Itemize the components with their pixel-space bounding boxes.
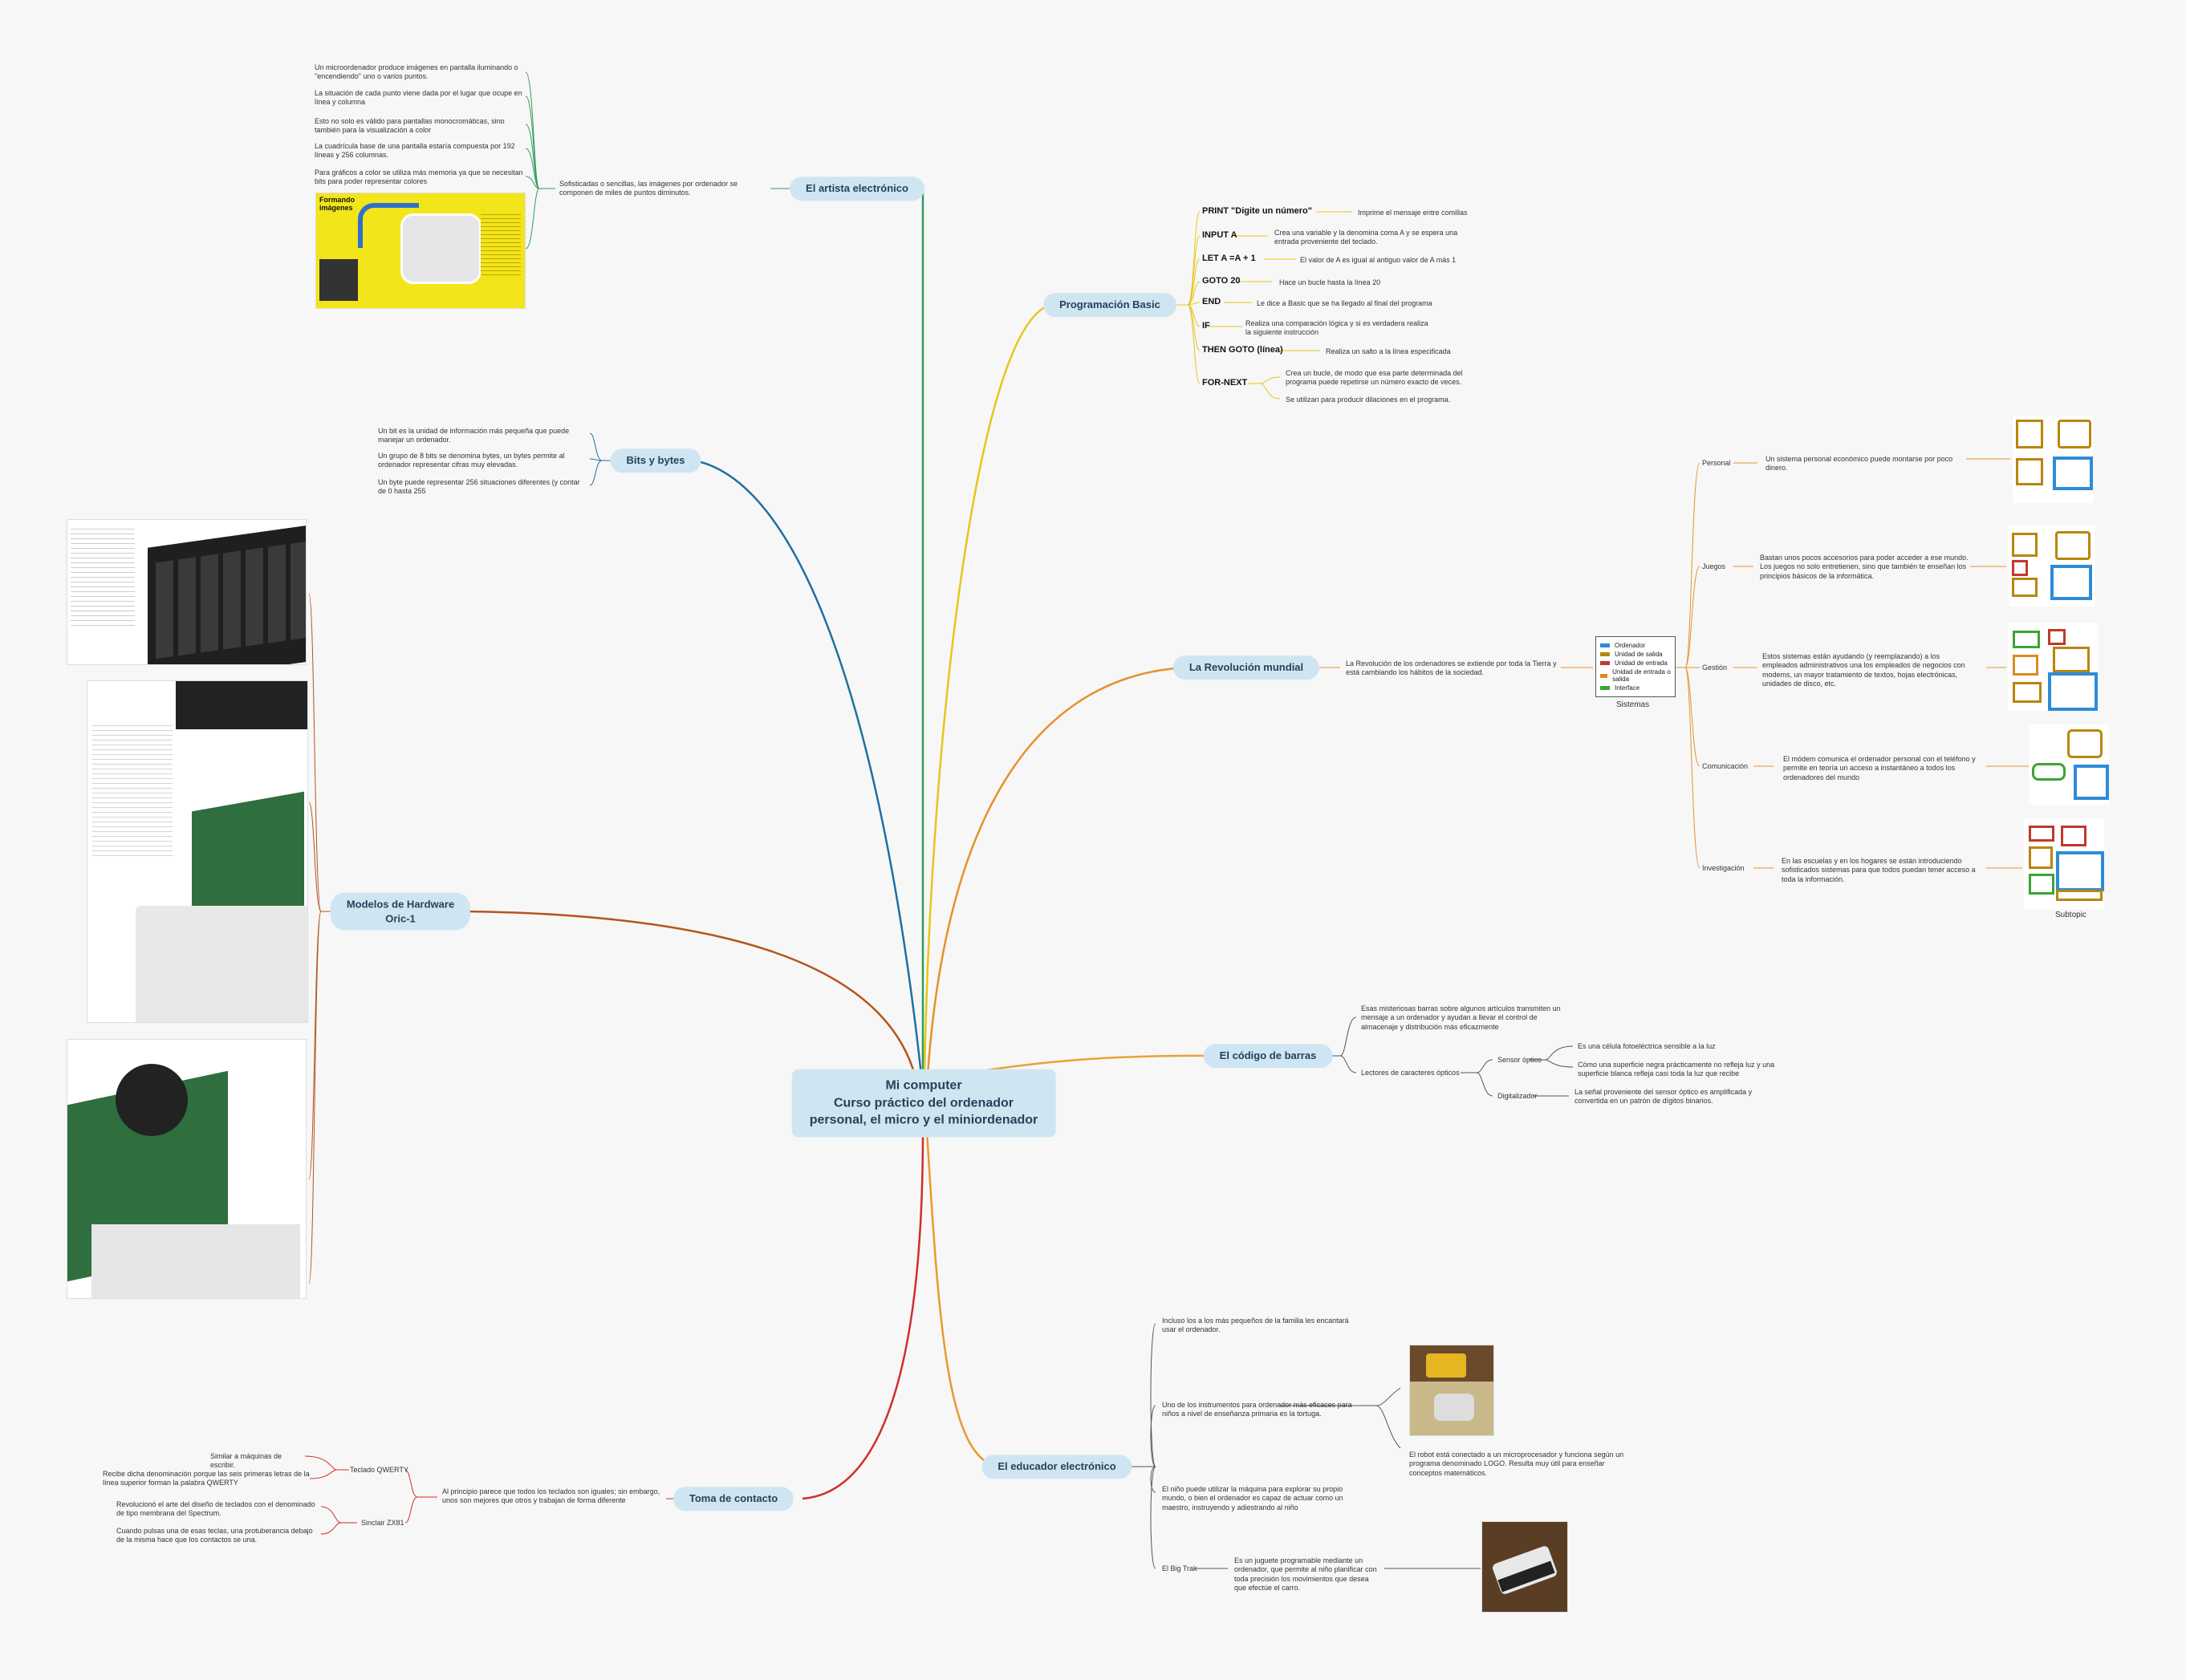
big-trak-label[interactable]: El Big Trak (1162, 1564, 1197, 1572)
legend-swatch (1600, 652, 1610, 656)
big-trak-image (1481, 1521, 1568, 1613)
personal-system-image (2013, 416, 2093, 503)
topic-toma-de-contacto[interactable]: Toma de contacto (672, 1487, 794, 1511)
artista-item-2: La situación de cada punto viene dada po… (315, 89, 522, 107)
tortuga-robot-image (1409, 1345, 1494, 1436)
basic-desc-let: El valor de A es igual al antiguo valor … (1300, 256, 1457, 264)
toma-summary: Al principio parece que todos los teclad… (442, 1487, 660, 1505)
lectores-opticos-label[interactable]: Lectores de caracteres ópticos (1361, 1069, 1460, 1077)
legend-item: Ordenador (1600, 642, 1671, 649)
basic-cmd-input: INPUT A (1202, 230, 1237, 240)
legend-item: Unidad de salida (1600, 651, 1671, 658)
investigacion-system-image (2024, 819, 2104, 909)
basic-desc-goto: Hace un bucle hasta la línea 20 (1279, 278, 1381, 286)
basic-cmd-then-goto: THEN GOTO (línea) (1202, 345, 1283, 355)
sinclair-zx81-label[interactable]: Sinclair ZX81 (361, 1519, 404, 1527)
basic-cmd-print: PRINT "Digite un número" (1202, 206, 1312, 216)
sensor-optico-label[interactable]: Sensor óptico (1497, 1056, 1542, 1064)
educador-robot-desc: El robot está conectado a un microproces… (1409, 1451, 1624, 1477)
teclado-qwerty-label[interactable]: Teclado QWERTY (350, 1466, 408, 1474)
system-desc-gestion: Estos sistemas están ayudando (y reempla… (1762, 652, 1965, 688)
legend-swatch (1600, 661, 1610, 665)
sensor-item-2: Cómo una superficie negra prácticamente … (1578, 1061, 1775, 1078)
basic-desc-for-next: Crea un bucle, de modo que esa parte det… (1286, 369, 1463, 387)
digitalizador-desc: La señal proveniente del sensor óptico e… (1574, 1088, 1753, 1106)
formando-imagenes-image: Formando imágenes (315, 193, 526, 309)
system-label-gestion[interactable]: Gestión (1702, 663, 1728, 672)
basic-cmd-end: END (1202, 297, 1221, 306)
basic-desc-print: Imprime el mensaje entre comillas (1358, 209, 1468, 217)
system-label-juegos[interactable]: Juegos (1702, 562, 1726, 570)
artista-summary: Sofisticadas o sencillas, las imágenes p… (559, 180, 738, 197)
sensor-item-1: Es una célula fotoeléctrica sensible a l… (1578, 1042, 1716, 1050)
subtopic-label: Subtopic (2055, 911, 2086, 919)
basic-desc-end: Le dice a Basic que se ha llegado al fin… (1257, 299, 1432, 307)
system-desc-investigacion: En las escuelas y en los hogares se está… (1782, 857, 1976, 883)
bits-item-3: Un byte puede representar 256 situacione… (378, 478, 580, 496)
basic-cmd-for-next: FOR-NEXT (1202, 378, 1248, 388)
legend-swatch (1600, 643, 1610, 647)
basic-desc-input: Crea una variable y la denomina coma A y… (1274, 229, 1458, 246)
artista-item-4: La cuadrícula base de una pantalla estar… (315, 142, 515, 160)
basic-desc2-for-next: Se utilizan para producir dilaciones en … (1286, 396, 1451, 404)
revolucion-summary: La Revolución de los ordenadores se exti… (1346, 659, 1557, 677)
oric-internals-image (67, 1039, 307, 1299)
topic-modelos-hardware[interactable]: Modelos de Hardware Oric-1 (330, 892, 471, 931)
educador-item-1: Incluso los a los más pequeños de la fam… (1162, 1317, 1349, 1334)
artista-item-3: Esto no solo es válido para pantallas mo… (315, 117, 505, 135)
topic-bits-y-bytes[interactable]: Bits y bytes (610, 448, 701, 473)
basic-cmd-let: LET A =A + 1 (1202, 254, 1256, 263)
educador-item-3: El niño puede utilizar la máquina para e… (1162, 1485, 1343, 1512)
legend-caption: Sistemas (1616, 700, 1650, 709)
qwerty-item-1: Similar a máquinas de escribir. (210, 1452, 282, 1470)
system-label-personal[interactable]: Personal (1702, 459, 1731, 467)
legend-item: Unidad de entrada (1600, 659, 1671, 667)
bits-item-2: Un grupo de 8 bits se denomina bytes, un… (378, 452, 565, 469)
qwerty-item-2: Recibe dicha denominación porque las sei… (103, 1470, 310, 1487)
legend-swatch (1600, 686, 1610, 690)
bits-item-1: Un bit es la unidad de información más p… (378, 427, 570, 444)
oric-keyboard-image (67, 519, 307, 665)
barras-intro: Esas misteriosas barras sobre algunos ar… (1361, 1004, 1561, 1031)
topic-educador-electronico[interactable]: El educador electrónico (981, 1455, 1132, 1479)
educador-item-2: Uno de los instrumentos para ordenador m… (1162, 1401, 1352, 1418)
system-label-investigacion[interactable]: Investigación (1702, 864, 1745, 872)
oric-board-image (87, 680, 308, 1023)
artista-item-5: Para gráficos a color se utiliza más mem… (315, 168, 523, 186)
system-label-comunicacion[interactable]: Comunicación (1702, 762, 1749, 770)
topic-programacion-basic[interactable]: Programación Basic (1043, 293, 1176, 317)
basic-cmd-if: IF (1202, 321, 1210, 331)
system-desc-juegos: Bastan unos pocos accesorios para poder … (1760, 554, 1969, 580)
topic-artista-electronico[interactable]: El artista electrónico (790, 177, 924, 201)
basic-desc-then-goto: Realiza un salto a la línea especificada (1326, 347, 1451, 355)
juegos-system-image (2009, 525, 2095, 607)
artista-item-1: Un microordenador produce imágenes en pa… (315, 63, 518, 81)
big-trak-desc: Es un juguete programable mediante un or… (1234, 1556, 1377, 1592)
system-desc-comunicacion: El módem comunica el ordenador personal … (1783, 755, 1976, 781)
legend-item: Unidad de entrada o salida (1600, 668, 1671, 683)
topic-revolucion-mundial[interactable]: La Revolución mundial (1172, 655, 1320, 680)
zx81-item-1: Revolucionó el arte del diseño de teclad… (116, 1500, 315, 1518)
topic-codigo-de-barras[interactable]: El código de barras (1203, 1044, 1333, 1068)
gestion-system-image (2008, 623, 2098, 711)
basic-cmd-goto: GOTO 20 (1202, 276, 1241, 286)
legend-item: Interface (1600, 684, 1671, 692)
system-desc-personal: Un sistema personal económico puede mont… (1765, 455, 1953, 473)
root-topic[interactable]: Mi computer Curso práctico del ordenador… (791, 1069, 1056, 1138)
comunicacion-system-image (2029, 724, 2109, 805)
digitalizador-label[interactable]: Digitalizador (1497, 1092, 1538, 1100)
zx81-item-2: Cuando pulsas una de esas teclas, una pr… (116, 1527, 313, 1544)
basic-desc-if: Realiza una comparación lógica y si es v… (1245, 319, 1428, 337)
systems-legend: Ordenador Unidad de salida Unidad de ent… (1595, 636, 1676, 697)
legend-swatch (1600, 673, 1608, 678)
